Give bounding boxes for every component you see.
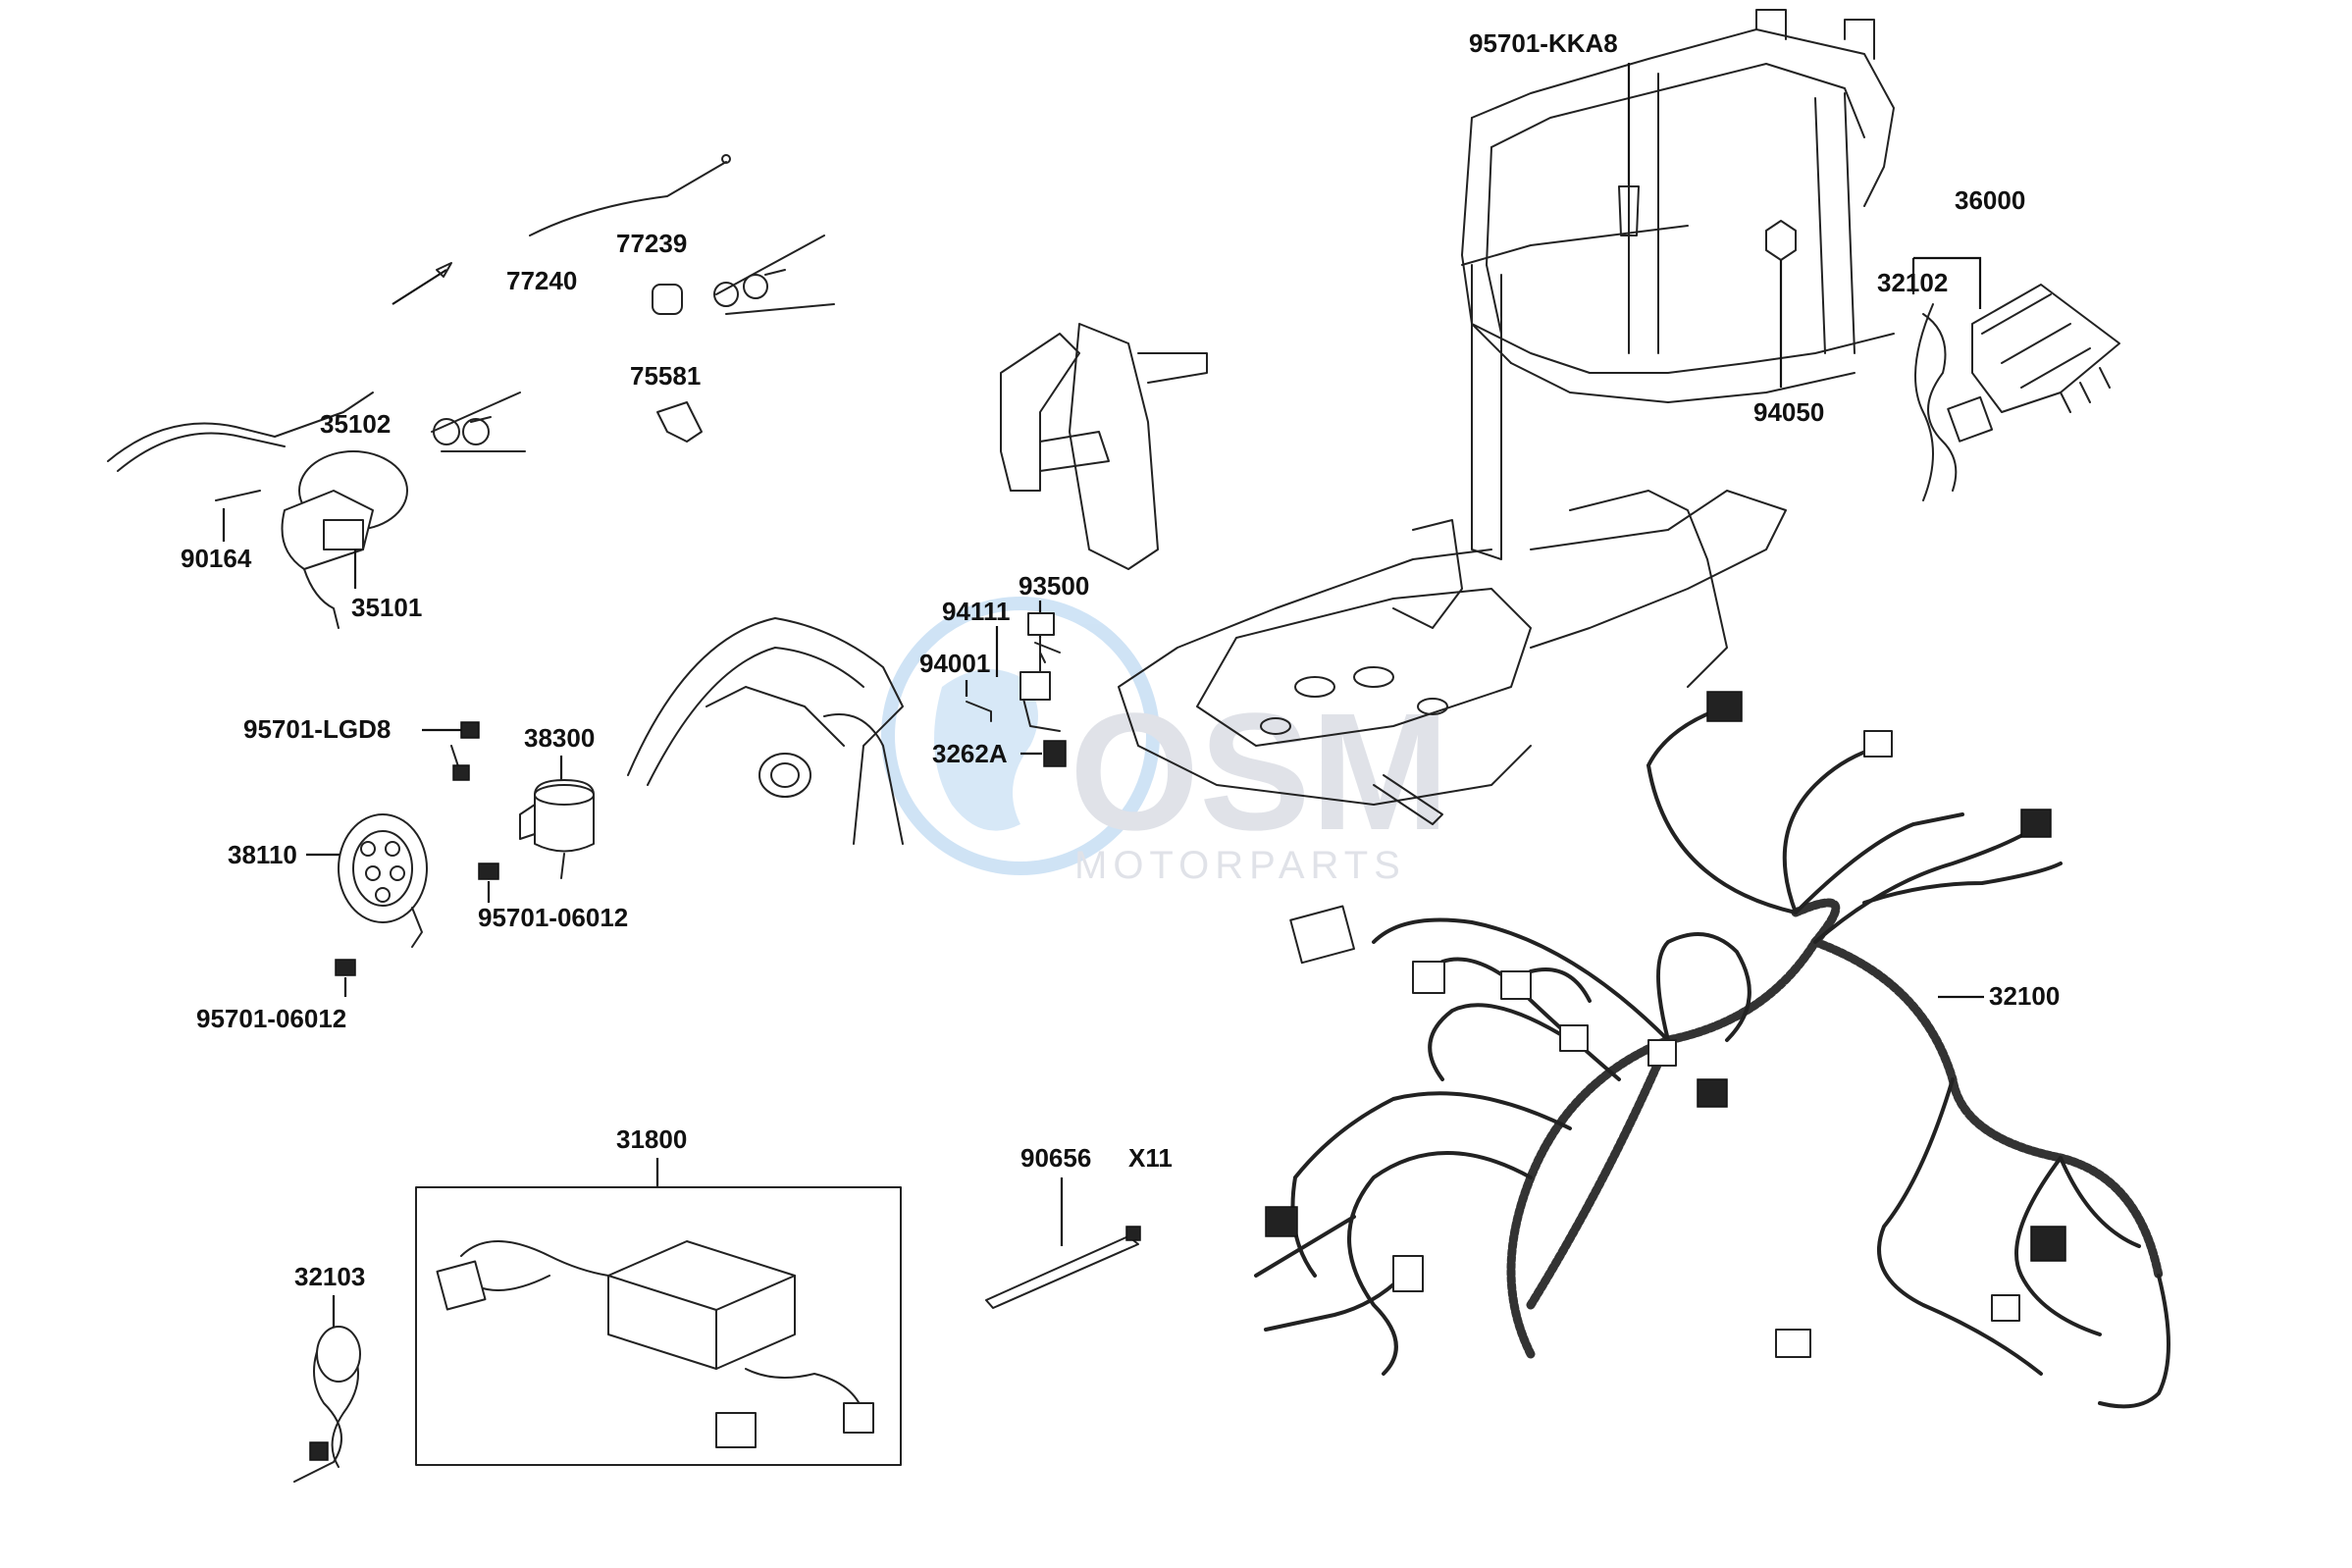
watermark-globe-icon	[881, 597, 1160, 875]
label-90656: 90656	[1020, 1143, 1091, 1173]
label-36000: 36000	[1955, 185, 2025, 215]
label-3262a: 3262A	[932, 739, 1008, 768]
label-x11: X11	[1128, 1143, 1173, 1173]
part-95701-06012-a: 95701-06012	[478, 862, 628, 932]
part-35101-ignition-switch: 35102 35101 90164	[107, 392, 526, 629]
label-95701-lgd8: 95701-LGD8	[243, 714, 391, 744]
label-93500: 93500	[1019, 571, 1089, 601]
part-95701-kka8: 95701-KKA8	[1469, 28, 1640, 236]
part-90656-cable-tie: 90656 X11	[985, 1143, 1173, 1309]
part-3262a-sensor: 93500 94111 94001 3262A	[919, 571, 1089, 768]
watermark-brand: OSM	[1070, 679, 1449, 865]
label-77240: 77240	[506, 266, 577, 295]
front-cover	[627, 617, 904, 845]
label-77239: 77239	[616, 229, 687, 258]
part-38300-flasher: 38300	[519, 723, 595, 879]
charger-box-frame	[415, 1186, 902, 1466]
label-35101: 35101	[351, 593, 422, 622]
label-35102: 35102	[320, 409, 391, 439]
label-32100: 32100	[1989, 981, 2060, 1011]
label-31800: 31800	[616, 1124, 687, 1154]
label-95701-06012-a: 95701-06012	[478, 903, 628, 932]
part-36000-cdi: 36000 32102	[1877, 185, 2120, 501]
label-75581: 75581	[630, 361, 701, 391]
label-38300: 38300	[524, 723, 595, 753]
label-94111: 94111	[942, 597, 1010, 626]
part-77240-cable: 77240	[392, 154, 731, 305]
watermark: OSM MOTORPARTS	[881, 597, 1449, 887]
part-94050: 94050	[1753, 220, 1824, 427]
part-38110-horn: 38110	[228, 813, 428, 948]
watermark-globe-continents	[934, 669, 1038, 831]
part-95701-lgd8: 95701-LGD8	[243, 714, 480, 781]
label-95701-kka8: 95701-KKA8	[1469, 28, 1618, 58]
part-77239-lock: 77239	[616, 229, 835, 315]
label-94001: 94001	[919, 649, 990, 678]
part-32100-main-harness: 32100	[1254, 691, 2170, 1409]
label-32103: 32103	[294, 1262, 365, 1291]
label-90164: 90164	[181, 544, 252, 573]
label-94050: 94050	[1753, 397, 1824, 427]
part-32103-harness: 32103	[293, 1262, 365, 1483]
label-38110: 38110	[228, 840, 297, 869]
frame-assembly	[1000, 9, 1895, 825]
part-95701-06012-b: 95701-06012	[196, 959, 356, 1033]
label-95701-06012-b: 95701-06012	[196, 1004, 346, 1033]
part-75581-clip: 75581	[630, 361, 703, 443]
part-31800-charger: 31800	[415, 1124, 902, 1466]
watermark-subtitle: MOTORPARTS	[1074, 844, 1406, 887]
